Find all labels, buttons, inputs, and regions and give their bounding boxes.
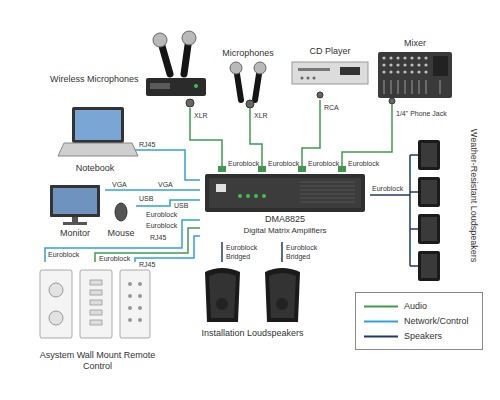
connector-label: Bridged — [226, 253, 250, 261]
microphone-node: Microphones — [214, 48, 282, 108]
device-label: Installation Loudspeakers — [195, 328, 310, 339]
legend-sample — [364, 314, 400, 329]
device-label: Mixer — [374, 38, 456, 49]
legend-text: Network/Control — [404, 316, 469, 327]
connector-label: Euroblock — [308, 160, 339, 168]
connector-label: VGA — [112, 181, 127, 189]
cd-player-unit — [292, 62, 368, 98]
legend-row: Speakers — [360, 329, 478, 344]
weather-speaker-set — [405, 140, 440, 281]
device-label: Monitor — [45, 228, 105, 239]
mouse-device — [115, 203, 127, 221]
wired-mic-set — [230, 62, 266, 108]
wall-plate-set — [40, 270, 150, 338]
device-label: Mouse — [106, 228, 136, 239]
network-cable — [135, 236, 200, 262]
connector-label: RJ45 — [139, 141, 155, 149]
connector-label: XLR — [254, 112, 268, 120]
connector-label: USB — [174, 202, 188, 210]
legend-sample — [364, 299, 400, 314]
network-cable — [105, 189, 200, 191]
connector-label: Euroblock — [99, 255, 130, 263]
monitor-node: Monitor — [45, 183, 105, 240]
installation-speaker-node: Installation Loudspeakers — [195, 262, 310, 342]
mixer-node: Mixer — [374, 38, 456, 104]
connector-label: RCA — [324, 104, 339, 112]
laptop-computer — [58, 107, 138, 156]
installation-speaker-set — [205, 268, 300, 322]
device-label: Microphones — [214, 48, 282, 59]
legend-line — [364, 336, 398, 338]
speaker-cable — [221, 242, 223, 262]
connector-label: Euroblock — [226, 244, 257, 252]
audio-cable — [95, 228, 200, 262]
device-label: Wireless Microphones — [50, 74, 148, 85]
wall-remote-node: Asystem Wall Mount Remote Control — [35, 262, 160, 374]
notebook-node: Notebook — [55, 105, 135, 175]
connector-label: RJ45 — [139, 261, 155, 269]
legend-row: Audio — [360, 299, 478, 314]
audio-cable — [190, 108, 222, 172]
connector-label: Euroblock — [146, 222, 177, 230]
legend-line — [364, 306, 398, 308]
control-cable — [45, 220, 200, 262]
connector-label: XLR — [194, 112, 208, 120]
connector-label: Euroblock — [348, 160, 379, 168]
connector-label: Euroblock — [146, 211, 177, 219]
connector-label: VGA — [158, 181, 173, 189]
wireless-mic-set — [146, 31, 206, 107]
mixer-console — [378, 52, 452, 104]
mouse-node: Mouse — [106, 197, 136, 240]
legend-line — [364, 321, 398, 323]
cd-player-node: CD Player — [288, 46, 372, 100]
legend-box: AudioNetwork/ControlSpeakers — [355, 292, 483, 350]
device-label: Notebook — [55, 163, 135, 174]
amplifier-unit — [205, 166, 365, 212]
speaker-cable — [370, 194, 405, 196]
amplifier-node: DMA8825Digital Matrix Amplifiers — [200, 172, 370, 242]
connector-label: 1/4" Phone Jack — [396, 110, 447, 118]
speaker-cable — [281, 242, 283, 262]
connector-label: Euroblock — [286, 244, 317, 252]
monitor-screen — [50, 185, 100, 225]
device-label: Asystem Wall Mount Remote Control — [35, 350, 160, 372]
device-label: DMA8825 — [200, 214, 370, 225]
device-label: Digital Matrix Amplifiers — [200, 225, 370, 236]
legend-text: Audio — [404, 301, 427, 312]
connector-label: Euroblock — [228, 160, 259, 168]
network-cable — [135, 150, 200, 180]
weather-speaker-node: Weather-Resistant Loudspeakers — [405, 105, 490, 285]
legend-row: Network/Control — [360, 314, 478, 329]
connector-label: Euroblock — [268, 160, 299, 168]
wireless-mic-node: Wireless Microphones — [50, 28, 210, 108]
connector-label: Euroblock — [48, 251, 79, 259]
legend-text: Speakers — [404, 331, 442, 342]
audio-cable — [342, 104, 392, 172]
legend-sample — [364, 329, 400, 344]
device-label: Weather-Resistant Loudspeakers — [468, 110, 479, 280]
device-label: CD Player — [288, 46, 372, 57]
connector-label: Euroblock — [372, 185, 403, 193]
connector-label: RJ45 — [150, 234, 166, 242]
connector-label: USB — [139, 195, 153, 203]
connector-label: Bridged — [286, 253, 310, 261]
